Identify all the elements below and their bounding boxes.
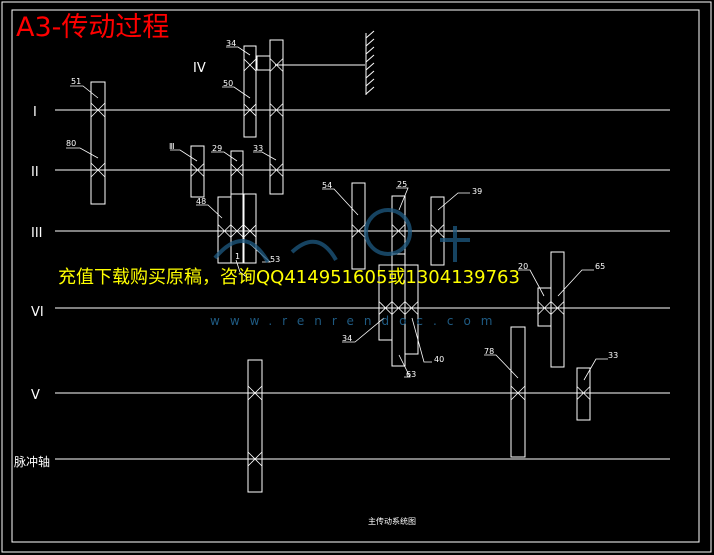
shaft-label-v: V [31, 388, 40, 403]
shaft-label-i: I [33, 105, 37, 120]
diagram-title: A3-传动过程 [16, 12, 169, 43]
gear-label: 1 [235, 252, 240, 261]
gear-label: 34 [342, 334, 352, 343]
shaft-label-vi: VI [31, 305, 44, 320]
gear-label: 51 [71, 77, 81, 86]
watermark-logo [213, 208, 470, 264]
fixed-support [365, 30, 375, 95]
shafts [55, 64, 670, 460]
inner-frame [11, 9, 700, 543]
shaft-label-ii: II [31, 165, 39, 180]
gear-block [576, 367, 591, 421]
gear-label: Ⅲ [169, 142, 175, 151]
gear-label: 48 [196, 197, 206, 206]
gear-block [391, 195, 406, 266]
gear-block [256, 55, 271, 71]
gear-label: 50 [223, 79, 233, 88]
gear-label: 20 [518, 262, 528, 271]
gear-block [351, 182, 366, 270]
watermark-site: www.renrendoc.com [210, 314, 502, 328]
gear-block [243, 45, 257, 138]
leader-lines [66, 46, 608, 381]
diagram-caption: 主传动系统图 [368, 516, 416, 526]
gears [90, 39, 591, 493]
gear-label: 40 [434, 355, 444, 364]
gear-label: 33 [608, 351, 618, 360]
gear-label: 65 [595, 262, 605, 271]
shaft-label-pulse: 脉冲轴 [14, 454, 50, 469]
gear-label: 78 [484, 347, 494, 356]
gear-label: 29 [212, 144, 222, 153]
gear-label: 63 [406, 370, 416, 379]
gear-block [230, 150, 244, 195]
gear-block [404, 264, 419, 355]
gear-block [243, 193, 257, 264]
gear-label: 34 [226, 39, 236, 48]
gear-block [90, 81, 106, 205]
gear-block [550, 251, 565, 368]
gear-block [510, 326, 526, 458]
shaft-label-iii: III [31, 226, 43, 241]
gear-block [430, 196, 445, 266]
gear-label: 25 [397, 180, 407, 189]
shaft-label-iv: IV [193, 61, 206, 76]
gear-block [269, 39, 284, 195]
watermark-text: 充值下载购买原稿，咨询QQ414951605或1304139763 [58, 267, 520, 288]
gear-label: 33 [253, 144, 263, 153]
gear-label: 53 [270, 255, 280, 264]
gear-block [247, 359, 263, 493]
gear-label: 39 [472, 187, 482, 196]
gear-label: 80 [66, 139, 76, 148]
gear-label: 54 [322, 181, 332, 190]
gear-block [537, 287, 552, 327]
gear-block [190, 145, 205, 198]
